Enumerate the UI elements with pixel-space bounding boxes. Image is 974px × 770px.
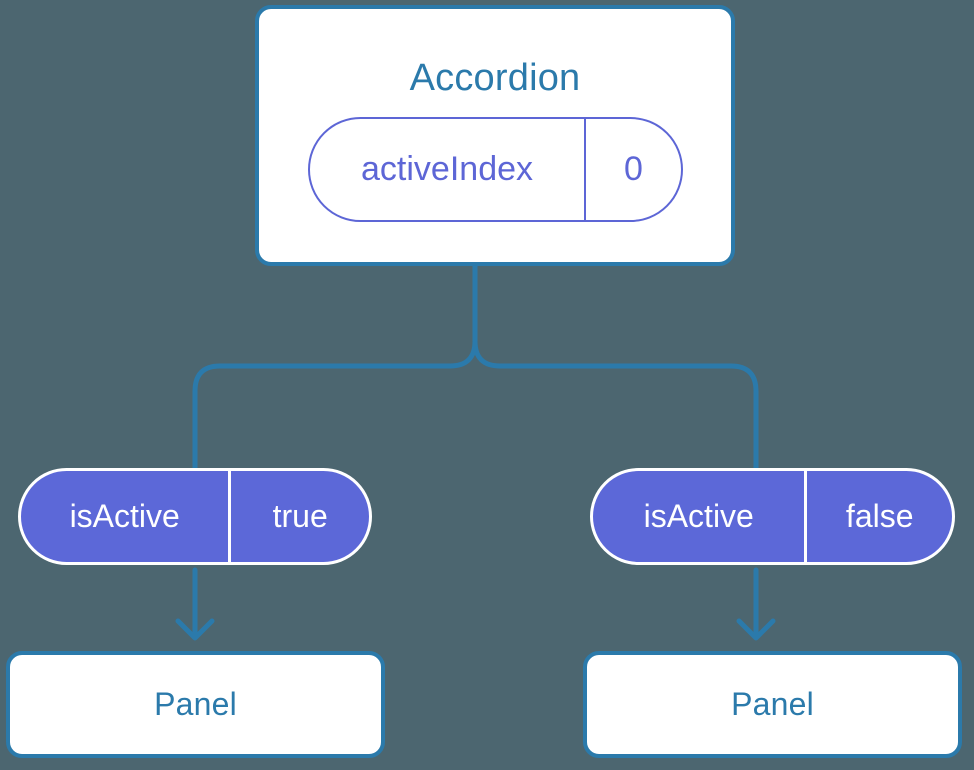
arrow-right-head xyxy=(736,618,776,641)
component-title-panel-left: Panel xyxy=(154,686,237,722)
prop-value-is-active-false: false xyxy=(845,498,914,534)
prop-pill-active-index[interactable]: activeIndex 0 xyxy=(308,117,683,222)
component-title-panel-right: Panel xyxy=(731,686,814,722)
prop-value-is-active-true: true xyxy=(272,498,328,534)
component-node-panel-left[interactable]: Panel xyxy=(6,651,385,758)
arrow-left-head xyxy=(175,618,215,641)
connector-left-branch xyxy=(192,263,478,471)
prop-value-active-index: 0 xyxy=(624,150,643,188)
prop-pill-is-active-true[interactable]: isActive true xyxy=(18,468,372,565)
prop-key-is-active-false: isActive xyxy=(593,471,808,562)
connector-right-branch xyxy=(472,263,759,471)
prop-key-is-active-true: isActive xyxy=(21,471,232,562)
component-title-accordion: Accordion xyxy=(409,57,581,99)
prop-pill-is-active-false[interactable]: isActive false xyxy=(590,468,955,565)
component-node-panel-right[interactable]: Panel xyxy=(583,651,962,758)
prop-key-active-index: activeIndex xyxy=(310,119,587,220)
